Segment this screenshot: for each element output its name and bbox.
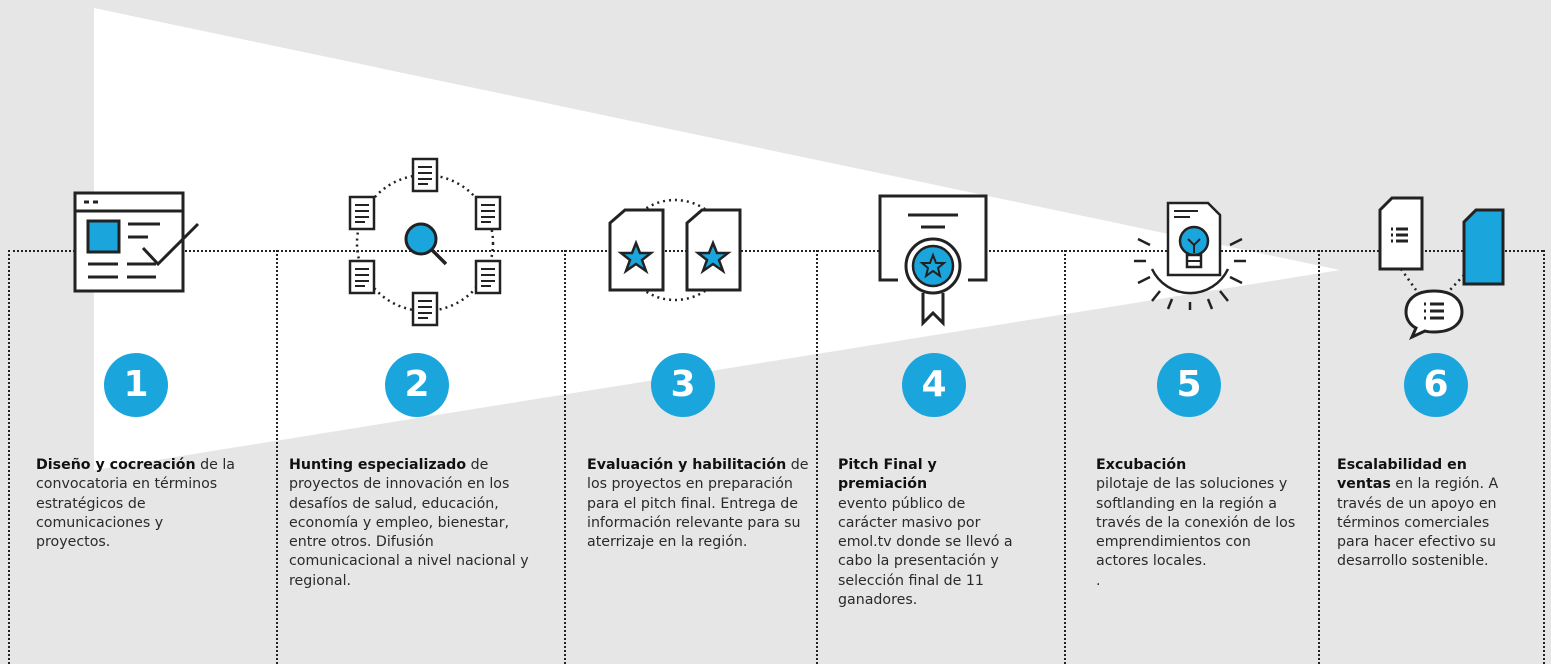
step-title-2: Hunting especializado [289, 457, 467, 473]
step-description-6: Escalabilidad en ventas en la región. A … [1337, 456, 1512, 572]
form-checklist-icon [73, 191, 200, 293]
step-text-5: pilotaje de las soluciones y softlanding… [1096, 476, 1296, 570]
step-number-5: 5 [1157, 353, 1221, 417]
step-description-3: Evaluación y habilitación de los proyect… [587, 456, 809, 552]
step-description-1: Diseño y cocreación de la convocatoria e… [36, 456, 236, 552]
step-number-4: 4 [902, 353, 966, 417]
step-text-1: de la convocatoria en términos estratégi… [36, 457, 235, 551]
step-column-4 [816, 250, 1066, 664]
step-extra-5: . [1096, 572, 1101, 589]
step-text-6: en la región. A través de un apoyo en té… [1337, 476, 1499, 570]
step-description-5: Excubación pilotaje de las soluciones y … [1096, 456, 1296, 591]
award-certificate-icon [878, 194, 988, 327]
step-column-1 [8, 250, 278, 664]
step-title-3: Evaluación y habilitación [587, 457, 787, 473]
documents-chat-icon [1378, 196, 1505, 340]
step-title-1: Diseño y cocreación [36, 457, 196, 473]
step-text-2: de proyectos de innovación en los desafí… [289, 457, 529, 589]
project-hunting-search-icon [348, 157, 502, 327]
star-documents-icon [608, 198, 742, 302]
step-number-1: 1 [104, 353, 168, 417]
step-description-2: Hunting especializado de proyectos de in… [289, 456, 549, 591]
step-text-3: de los proyectos en preparación para el … [587, 457, 809, 551]
idea-gear-icon [1134, 201, 1246, 310]
step-column-3 [564, 250, 818, 664]
step-number-2: 2 [385, 353, 449, 417]
step-text-4: evento público de carácter masivo por em… [838, 495, 1013, 609]
step-column-2 [276, 250, 566, 664]
step-column-6 [1318, 250, 1545, 664]
step-title-4: Pitch Final y premiación [838, 457, 937, 493]
step-title-6: Escalabilidad en ventas [1337, 457, 1467, 493]
step-title-5: Excubación [1096, 457, 1187, 473]
step-description-4: Pitch Final y premiación evento público … [838, 456, 1018, 610]
timeline-dotted-line [8, 250, 1543, 252]
step-number-3: 3 [651, 353, 715, 417]
step-number-6: 6 [1404, 353, 1468, 417]
step-column-5 [1064, 250, 1320, 664]
